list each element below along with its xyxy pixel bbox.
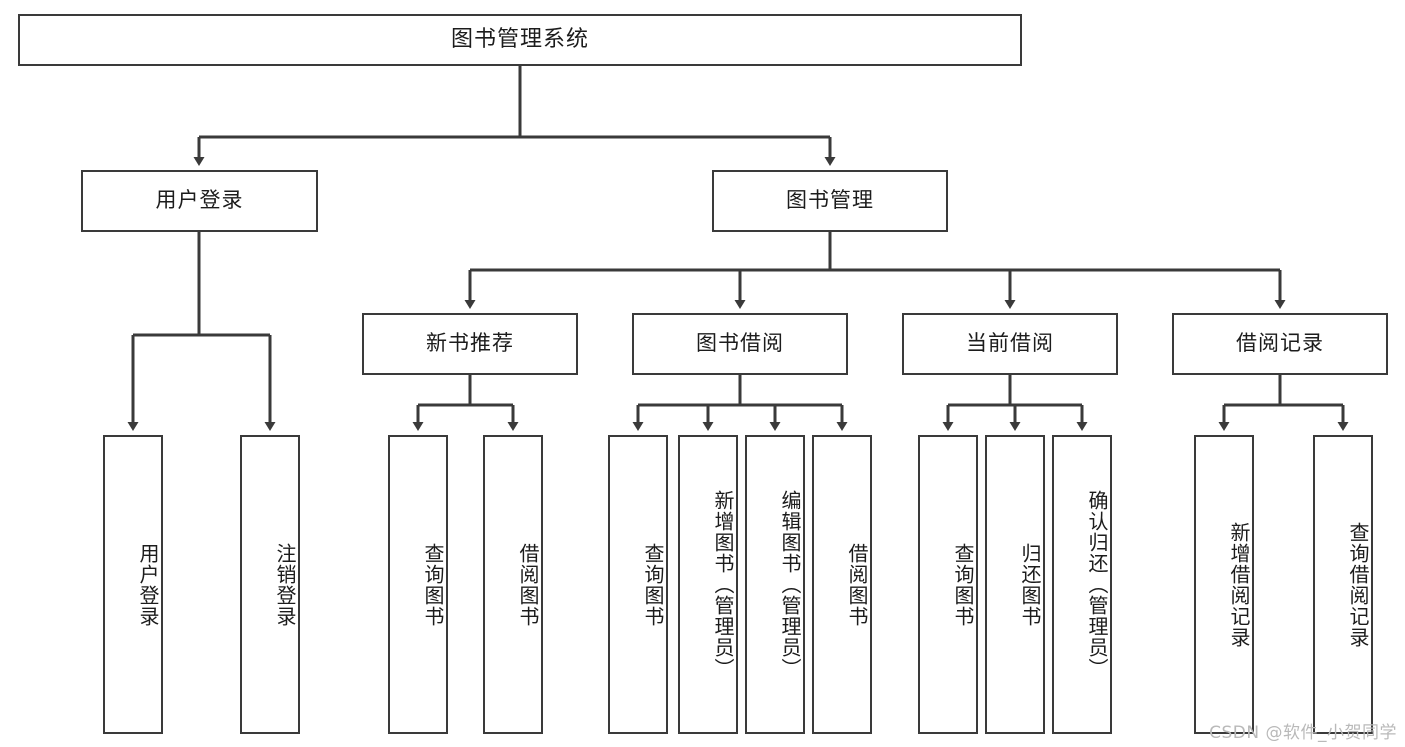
node-borrow-record[interactable]: 借阅记录 bbox=[1172, 313, 1388, 375]
leaf-book-borrow-borrow-books[interactable]: 借阅图书 bbox=[812, 435, 872, 734]
node-root-book-management-system[interactable]: 图书管理系统 bbox=[18, 14, 1022, 66]
leaf-book-borrow-query-books[interactable]: 查询图书 bbox=[608, 435, 668, 734]
leaf-new-book-borrow-books[interactable]: 借阅图书 bbox=[483, 435, 543, 734]
node-book-management[interactable]: 图书管理 bbox=[712, 170, 948, 232]
node-new-book-recommendation[interactable]: 新书推荐 bbox=[362, 313, 578, 375]
leaf-current-borrow-return-books[interactable]: 归还图书 bbox=[985, 435, 1045, 734]
node-current-borrow[interactable]: 当前借阅 bbox=[902, 313, 1118, 375]
leaf-borrow-record-query-record[interactable]: 查询借阅记录 bbox=[1313, 435, 1373, 734]
leaf-current-borrow-confirm-return-admin[interactable]: 确认归还（管理员） bbox=[1052, 435, 1112, 734]
leaf-book-borrow-add-book-admin[interactable]: 新增图书（管理员） bbox=[678, 435, 738, 734]
node-user-login[interactable]: 用户登录 bbox=[81, 170, 318, 232]
node-book-borrow[interactable]: 图书借阅 bbox=[632, 313, 848, 375]
leaf-book-borrow-edit-book-admin[interactable]: 编辑图书（管理员） bbox=[745, 435, 805, 734]
leaf-borrow-record-add-record[interactable]: 新增借阅记录 bbox=[1194, 435, 1254, 734]
leaf-new-book-query-books[interactable]: 查询图书 bbox=[388, 435, 448, 734]
watermark: CSDN @软件_小贺同学 bbox=[1209, 723, 1397, 743]
leaf-user-login-logout[interactable]: 注销登录 bbox=[240, 435, 300, 734]
leaf-user-login-login[interactable]: 用户登录 bbox=[103, 435, 163, 734]
leaf-current-borrow-query-books[interactable]: 查询图书 bbox=[918, 435, 978, 734]
